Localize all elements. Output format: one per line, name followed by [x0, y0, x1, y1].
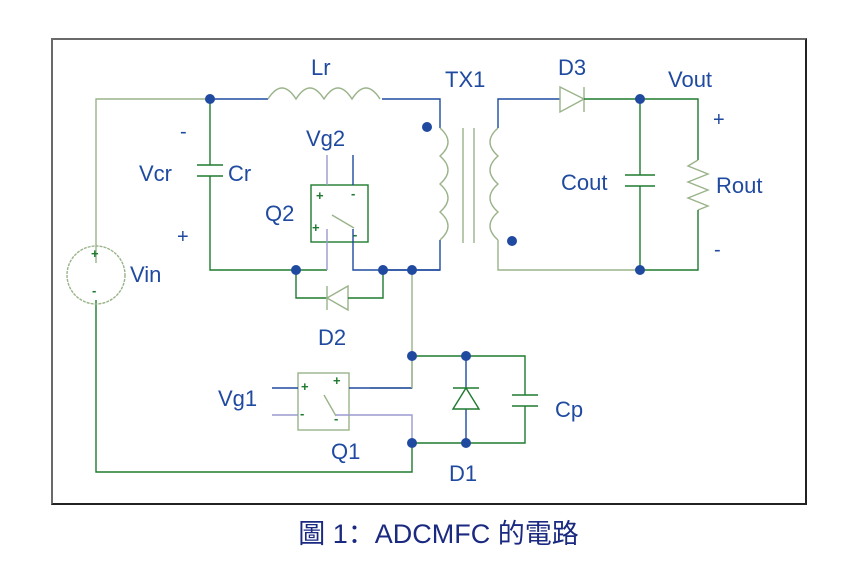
q1-minus: -	[334, 411, 338, 426]
tx1-dot-primary	[422, 122, 432, 132]
cr-minus-sign: -	[180, 121, 187, 143]
q2-gate-minus: -	[351, 186, 355, 201]
q2-gate-plus: +	[316, 188, 324, 203]
tx1-core	[462, 128, 475, 243]
resistor-rout	[686, 159, 710, 211]
q1-plus: +	[333, 373, 341, 388]
diode-d2	[325, 284, 349, 312]
wire-mid-down	[370, 270, 413, 389]
label-d2: D2	[318, 325, 346, 350]
node	[407, 438, 417, 448]
wire-secondary-bottom	[497, 240, 640, 271]
tx1-secondary	[489, 127, 500, 241]
node	[205, 94, 215, 104]
tx1-primary	[438, 127, 449, 241]
node	[407, 351, 417, 361]
node	[635, 94, 645, 104]
label-cr: Cr	[228, 161, 251, 186]
q2-minus: -	[353, 227, 357, 242]
vout-plus-sign: +	[713, 109, 725, 131]
label-vin: Vin	[130, 262, 161, 287]
label-d1: D1	[449, 461, 477, 486]
inductor-lr	[267, 87, 381, 101]
label-vg1: Vg1	[218, 386, 257, 411]
wire-lr-to-tx	[382, 98, 441, 128]
label-cout: Cout	[561, 170, 607, 195]
label-q1: Q1	[331, 439, 360, 464]
diode-d1	[451, 386, 481, 410]
wire-d1-cp-bottom	[412, 406, 526, 444]
label-tx1: TX1	[445, 67, 485, 92]
label-cp: Cp	[555, 397, 583, 422]
diode-d3	[559, 85, 586, 114]
wire-d2-right	[348, 270, 384, 299]
vin-minus: -	[92, 283, 96, 298]
source-vin	[66, 245, 126, 305]
cr-plus-sign: +	[177, 226, 189, 248]
q2-plus: +	[312, 220, 320, 235]
q1-gate-minus: -	[300, 406, 304, 421]
q1-gate-plus: +	[301, 379, 309, 394]
node	[461, 351, 471, 361]
wire-q2-minus	[352, 229, 440, 271]
figure-caption: 圖 1：ADCMFC 的電路	[298, 519, 579, 549]
wire-d1-cp-top	[412, 355, 526, 395]
node	[378, 265, 388, 275]
vout-minus-sign: -	[714, 239, 721, 261]
capacitor-cout	[625, 174, 655, 187]
switch-q1	[297, 372, 350, 431]
wire-d3-out	[584, 98, 699, 160]
capacitor-cp	[512, 394, 538, 407]
wire-bottom-return	[95, 300, 413, 473]
node	[291, 265, 301, 275]
wire-q1-minus	[336, 414, 413, 443]
label-vcr: Vcr	[139, 161, 172, 186]
wire-vin-top	[95, 98, 210, 263]
wire-secondary-top	[497, 98, 560, 128]
label-lr: Lr	[311, 55, 331, 80]
wire-d2-left	[295, 270, 327, 299]
node	[635, 265, 645, 275]
label-d3: D3	[558, 55, 586, 80]
label-q2: Q2	[265, 201, 294, 226]
capacitor-cr	[197, 164, 223, 177]
label-vout: Vout	[668, 67, 712, 92]
tx1-dot-secondary	[507, 236, 517, 246]
q1-switch-blade	[323, 394, 337, 417]
label-vg2: Vg2	[306, 126, 345, 151]
label-rout: Rout	[716, 173, 762, 198]
wire-cr-bottom	[209, 176, 327, 271]
schematic-frame	[51, 38, 807, 505]
switch-q2	[310, 184, 369, 243]
node	[407, 265, 417, 275]
wire-rout-bottom	[640, 210, 699, 271]
node	[461, 438, 471, 448]
vin-plus: +	[91, 246, 99, 261]
q2-switch-blade	[331, 214, 355, 229]
